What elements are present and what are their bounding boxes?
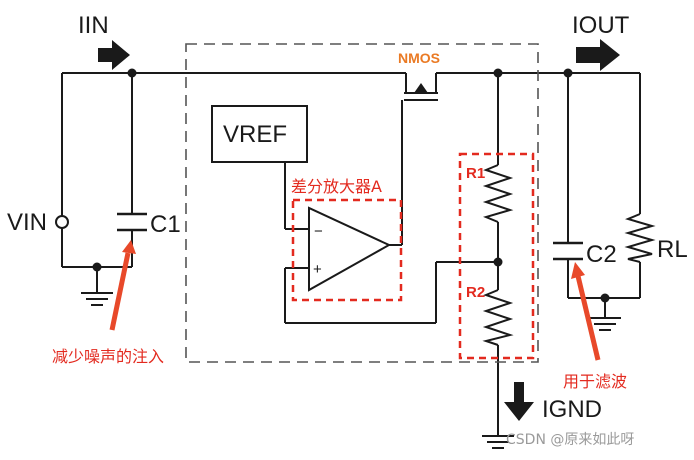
amp-annotation: 差分放大器A [291, 177, 382, 196]
amp-highlight-box [291, 198, 403, 302]
vref-box [211, 105, 308, 163]
resistor-r1 [482, 164, 514, 223]
c1-label: C1 [150, 211, 181, 238]
resistor-rl [624, 213, 656, 263]
r2-label: R2 [466, 284, 485, 301]
vref-label: VREF [223, 121, 287, 148]
junction-dot [127, 68, 137, 78]
ignd-label: IGND [542, 396, 602, 423]
resistor-r2 [482, 289, 514, 346]
nmos-label: NMOS [398, 50, 440, 66]
junction-dot [493, 68, 503, 78]
vin-terminal [55, 215, 69, 229]
watermark: CSDN @原来如此呀 [506, 432, 634, 448]
vin-label: VIN [7, 209, 47, 236]
ground-symbol-right [589, 317, 621, 331]
capacitor-c2 [553, 241, 583, 261]
junction-dots [92, 68, 610, 303]
ground-symbol-left [81, 292, 113, 306]
iin-label: IIN [78, 12, 109, 39]
r1-label: R1 [466, 165, 485, 182]
rl-label: RL [657, 236, 688, 263]
junction-dot [563, 68, 573, 78]
ignd-arrow-icon [504, 382, 534, 421]
c2-label: C2 [586, 241, 617, 268]
divider-highlight-box [458, 152, 535, 360]
ground-symbol-bottom [482, 435, 514, 449]
c1-pointer-arrow-icon [109, 240, 136, 331]
iin-arrow-icon [98, 40, 130, 70]
iout-arrow-icon [576, 39, 620, 71]
iout-label: IOUT [572, 12, 630, 39]
c2-annotation: 用于滤波 [563, 372, 627, 391]
nmos-arrow-icon [414, 83, 428, 93]
c1-annotation: 减少噪声的注入 [52, 347, 164, 366]
c2-pointer-arrow-icon [571, 262, 601, 361]
amplifier-triangle [308, 206, 392, 292]
wires [61, 72, 641, 436]
capacitor-c1 [117, 212, 147, 232]
junction-dot [493, 257, 503, 267]
junction-dot [92, 262, 102, 272]
amp-minus-label: − [314, 223, 323, 240]
junction-dot [600, 293, 610, 303]
amp-plus-label: + [313, 261, 322, 278]
ic-boundary-box [185, 43, 539, 363]
